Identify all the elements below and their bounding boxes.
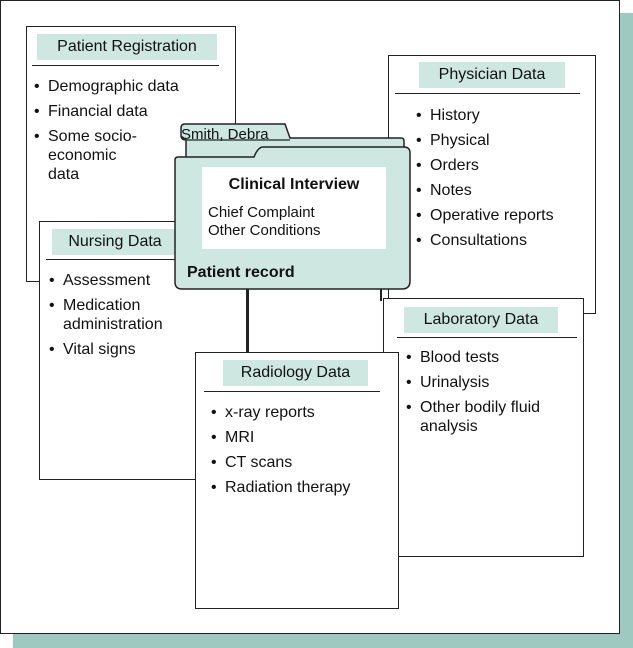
radiology-data-rule xyxy=(204,391,380,392)
clinical-interview-title: Clinical Interview xyxy=(228,176,360,193)
list-item: Orders xyxy=(416,156,591,175)
patient-registration-title: Patient Registration xyxy=(37,34,217,60)
list-item: Urinalysis xyxy=(406,373,578,392)
clinical-interview-box: Clinical Interview Chief Complaint Other… xyxy=(202,167,386,249)
physician-data-rule xyxy=(395,93,580,94)
list-item: Medication administration xyxy=(49,296,239,334)
list-item: Some socio- economic data xyxy=(34,127,224,184)
connector-folder-laboratory xyxy=(380,289,382,301)
interview-line-other-conditions: Other Conditions xyxy=(208,222,321,239)
connector-folder-radiology xyxy=(247,289,249,353)
folder-tab-name: Smith, Debra xyxy=(181,126,269,143)
physician-data-title: Physician Data xyxy=(419,62,565,88)
list-item: Assessment xyxy=(49,271,239,290)
list-item: x-ray reports xyxy=(211,403,391,422)
radiology-data-title: Radiology Data xyxy=(223,360,368,386)
list-item: Other bodily fluid analysis xyxy=(406,398,578,436)
list-item: Physical xyxy=(416,131,591,150)
list-item: Notes xyxy=(416,181,591,200)
physician-data-list: History Physical Orders Notes Operative … xyxy=(416,106,591,256)
interview-line-chief-complaint: Chief Complaint xyxy=(208,204,315,221)
list-item: MRI xyxy=(211,428,391,447)
laboratory-data-list: Blood tests Urinalysis Other bodily flui… xyxy=(406,348,578,442)
nursing-data-rule xyxy=(46,259,232,260)
patient-registration-rule xyxy=(32,65,219,66)
list-item: Operative reports xyxy=(416,206,591,225)
nursing-data-list: Assessment Medication administration Vit… xyxy=(49,271,239,365)
list-item: CT scans xyxy=(211,453,391,472)
list-item: Radiation therapy xyxy=(211,478,391,497)
list-item: Vital signs xyxy=(49,340,239,359)
list-item: History xyxy=(416,106,591,125)
patient-registration-list: Demographic data Financial data Some soc… xyxy=(34,77,224,190)
patient-record-label: Patient record xyxy=(187,264,295,281)
nursing-data-title: Nursing Data xyxy=(52,229,178,255)
list-item: Financial data xyxy=(34,102,224,121)
laboratory-data-rule xyxy=(397,337,577,338)
radiology-data-list: x-ray reports MRI CT scans Radiation the… xyxy=(211,403,391,503)
laboratory-data-title: Laboratory Data xyxy=(404,307,558,333)
list-item: Demographic data xyxy=(34,77,224,96)
list-item: Blood tests xyxy=(406,348,578,367)
list-item: Consultations xyxy=(416,231,591,250)
